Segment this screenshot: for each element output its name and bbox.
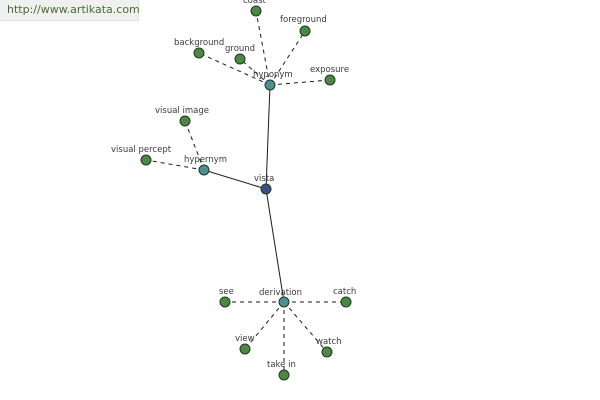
term-node-coast[interactable] — [250, 5, 262, 17]
term-label-exposure: exposure — [310, 65, 349, 75]
term-node-exposure[interactable] — [324, 74, 336, 86]
root-label-vista: vista — [254, 174, 274, 184]
term-node-background[interactable] — [193, 47, 205, 59]
term-node-ground[interactable] — [234, 53, 246, 65]
term-node-see[interactable] — [219, 296, 231, 308]
term-node-visual-image[interactable] — [179, 115, 191, 127]
term-node-catch[interactable] — [340, 296, 352, 308]
term-node-take-in[interactable] — [278, 369, 290, 381]
root-node-vista[interactable] — [260, 183, 272, 195]
relation-node-hypernym[interactable] — [198, 164, 210, 176]
term-label-background: background — [174, 38, 224, 48]
edge-hyponym-background — [198, 52, 271, 86]
term-label-foreground: foreground — [280, 15, 327, 25]
edges — [145, 10, 346, 375]
edge-vista-derivation — [265, 188, 285, 303]
term-label-catch: catch — [333, 287, 356, 297]
edge-derivation-view — [244, 301, 285, 350]
edge-hyponym-exposure — [269, 79, 331, 86]
relation-label-hyponym: hyponym — [253, 70, 293, 80]
term-label-visual-percept: visual percept — [111, 145, 172, 155]
edge-hypernym-visual-image — [184, 120, 205, 171]
nodes — [140, 5, 352, 381]
edge-hyponym-foreground — [269, 30, 306, 86]
relation-label-hypernym: hypernym — [184, 155, 227, 165]
edge-vista-hypernym — [203, 169, 267, 190]
term-label-watch: watch — [316, 337, 342, 347]
term-label-see: see — [219, 287, 234, 297]
watermark-url: http://www.artikata.com — [7, 3, 140, 16]
term-label-visual-image: visual image — [155, 106, 209, 116]
term-node-visual-percept[interactable] — [140, 154, 152, 166]
edge-vista-hyponym — [265, 84, 271, 190]
relation-node-derivation[interactable] — [278, 296, 290, 308]
term-node-watch[interactable] — [321, 346, 333, 358]
relation-label-derivation: derivation — [259, 288, 302, 298]
watermark: http://www.artikata.com — [0, 0, 140, 21]
relation-node-hyponym[interactable] — [264, 79, 276, 91]
term-node-foreground[interactable] — [299, 25, 311, 37]
term-label-coast: coast — [243, 0, 267, 6]
term-node-view[interactable] — [239, 343, 251, 355]
term-label-view: view — [235, 334, 255, 344]
term-label-ground: ground — [225, 44, 255, 54]
edge-hypernym-visual-percept — [145, 159, 205, 171]
term-label-take-in: take in — [267, 360, 296, 370]
edge-hyponym-ground — [239, 58, 271, 86]
edge-derivation-watch — [283, 301, 328, 353]
